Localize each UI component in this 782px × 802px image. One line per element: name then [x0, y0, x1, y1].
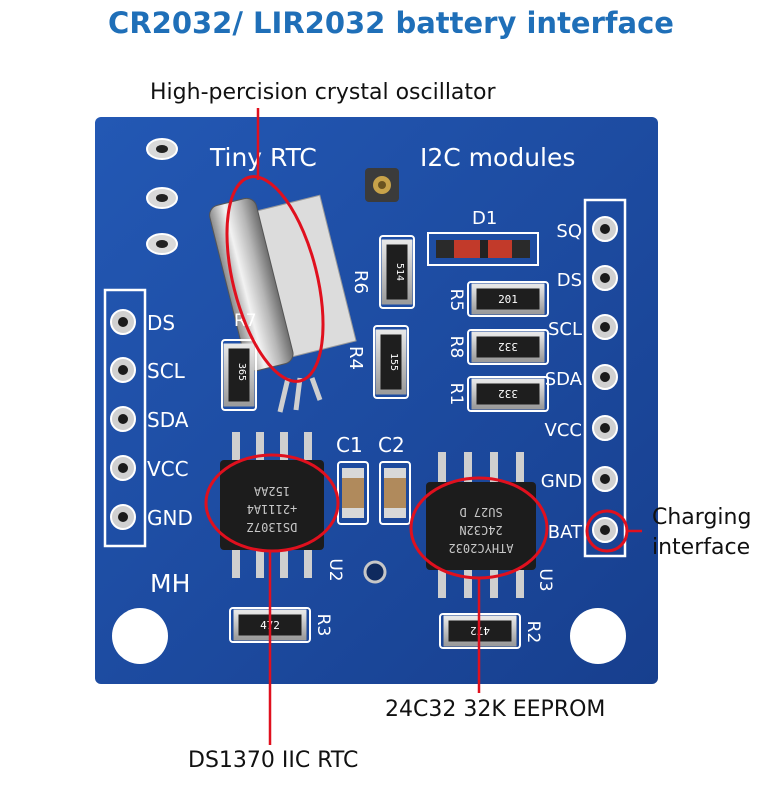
capacitor-c1	[337, 461, 369, 525]
resistor-code: 332	[498, 387, 518, 400]
resistor-r7: 365	[221, 339, 257, 411]
resistor-r6: 514	[379, 235, 415, 309]
rtc-chip-u2: DS1307Z +2111A4 152AA	[220, 432, 324, 578]
right-pin-label: GND	[541, 471, 582, 492]
callout-charging-line1: Charging	[652, 505, 752, 530]
eeprom-chip-u3: ATHYC2032 24C32N SU27 D	[426, 452, 536, 598]
board-subtitle: I2C modules	[420, 143, 575, 172]
resistor-code: 201	[498, 293, 518, 306]
right-pin-label: VCC	[545, 420, 582, 441]
ref-label: R6	[350, 270, 371, 294]
ref-label: C2	[378, 433, 405, 457]
left-pin-label: GND	[147, 506, 193, 530]
right-header-pins	[592, 216, 618, 543]
right-pin-label: BAT	[548, 522, 583, 543]
right-pin-label: SCL	[548, 319, 582, 340]
left-pin-label: SCL	[147, 359, 186, 383]
resistor-code: 365	[236, 363, 247, 381]
ref-label: C1	[336, 433, 363, 457]
ref-label: R2	[523, 621, 543, 644]
callout-rtc: DS1370 IIC RTC	[188, 748, 359, 773]
ref-label: R5	[446, 289, 466, 312]
chip-marking: 152AA	[253, 484, 290, 498]
ref-label: R4	[345, 346, 366, 370]
chip-marking: DS1307Z	[247, 520, 298, 534]
right-pin-label: SDA	[545, 369, 583, 390]
top-left-pads	[146, 138, 178, 255]
left-header-pins	[110, 309, 136, 530]
resistor-r4: 155	[373, 325, 409, 399]
ref-label: R3	[313, 614, 333, 637]
via-hole	[363, 560, 387, 584]
chip-marking: 24C32N	[459, 523, 502, 537]
resistor-r1: 332	[467, 376, 549, 412]
right-pin-label: DS	[557, 270, 582, 291]
resistor-code: 514	[394, 263, 405, 281]
resistor-r5: 201	[467, 281, 549, 317]
mounting-hole	[112, 608, 168, 664]
ref-label: D1	[472, 208, 497, 229]
maker-label: MH	[150, 569, 190, 598]
chip-marking: +2111A4	[247, 502, 298, 516]
resistor-code: 332	[498, 340, 518, 353]
ref-label: R1	[446, 383, 466, 406]
left-header-outline	[103, 288, 147, 548]
callout-crystal: High-percision crystal oscillator	[150, 80, 496, 105]
crystal-oscillator	[209, 194, 357, 372]
ref-label: R8	[446, 336, 466, 359]
board-name: Tiny RTC	[209, 143, 317, 172]
capacitor-c2	[379, 461, 411, 525]
highlight-marks	[204, 175, 629, 580]
callout-lines	[256, 108, 642, 745]
pcb	[95, 117, 658, 684]
left-pin-label: SDA	[147, 408, 189, 432]
left-pin-label: DS	[147, 311, 175, 335]
diode-d1	[427, 232, 539, 266]
resistor-r8: 332	[467, 329, 549, 365]
right-pin-label: SQ	[556, 221, 582, 242]
right-header-outline	[583, 198, 627, 558]
callout-eeprom: 24C32 32K EEPROM	[385, 697, 606, 722]
mounting-hole	[570, 608, 626, 664]
chip-marking: SU27 D	[459, 505, 502, 519]
page-title: CR2032/ LIR2032 battery interface	[108, 6, 674, 40]
ref-label: U3	[535, 568, 555, 591]
callout-charging-line2: interface	[652, 535, 751, 560]
ref-label: U2	[325, 558, 345, 581]
left-pin-label: VCC	[147, 457, 189, 481]
chip-marking: ATHYC2032	[448, 541, 513, 555]
resistor-code: 155	[388, 353, 399, 371]
